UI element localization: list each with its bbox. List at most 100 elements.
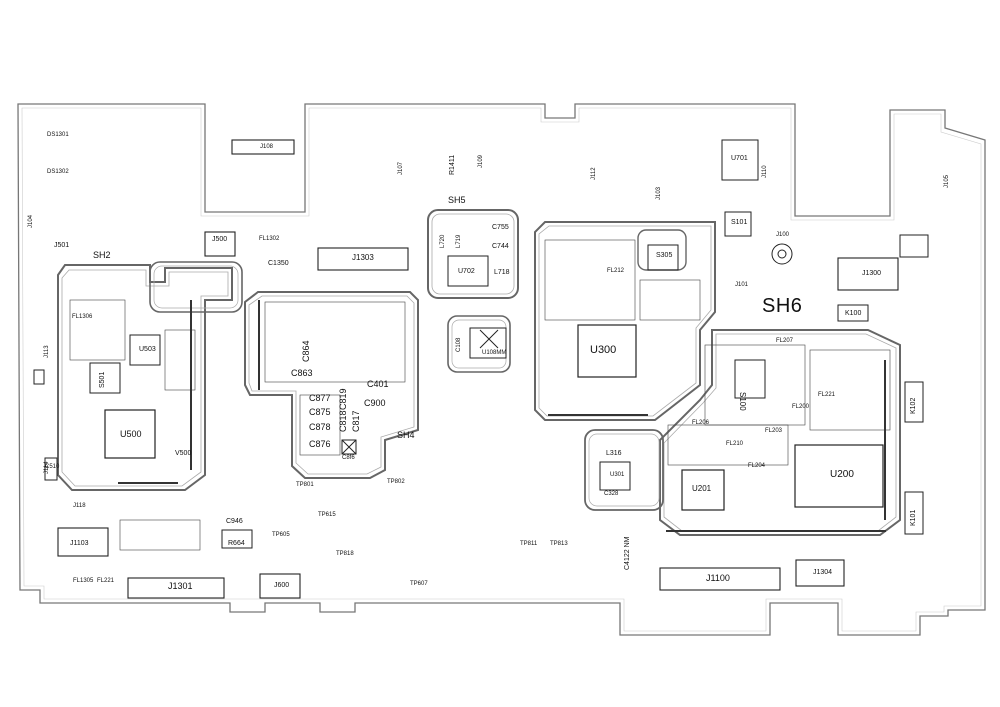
u200-label: U200 bbox=[830, 469, 854, 480]
shield-u300 bbox=[534, 221, 716, 421]
fl1302-label: FL1305 bbox=[73, 578, 94, 584]
j500-label: J500 bbox=[212, 236, 228, 243]
c401-label: C401 bbox=[367, 379, 389, 389]
board-outline-inner bbox=[21, 107, 982, 632]
c817-label: C817 bbox=[351, 410, 361, 432]
tp818-label: TP818 bbox=[336, 551, 354, 557]
tp605-label: TP605 bbox=[272, 532, 290, 538]
c819-label: C819 bbox=[338, 388, 348, 410]
c8f6-label: C8f6 bbox=[342, 455, 355, 461]
u500-chip bbox=[104, 409, 156, 459]
c510-label: C510 bbox=[45, 464, 60, 470]
c875-label: C875 bbox=[309, 407, 331, 417]
connector-pin-strips bbox=[118, 300, 886, 532]
u200-chip bbox=[794, 444, 884, 508]
fl206-label: FL206 bbox=[692, 420, 710, 426]
j1300-label: J1300 bbox=[862, 270, 882, 277]
sh4-label: SH4 bbox=[397, 430, 415, 440]
j113-label: J113 bbox=[44, 345, 50, 358]
s501-chip bbox=[89, 362, 121, 394]
r1411-label: R1411 bbox=[449, 154, 456, 175]
j1100-connector bbox=[659, 567, 781, 591]
tp802-label: TP802 bbox=[387, 479, 405, 485]
u300-label: U300 bbox=[590, 344, 617, 356]
u301-label: U301 bbox=[610, 472, 625, 478]
tp607-label: TP607 bbox=[410, 581, 428, 587]
shield-sh2 bbox=[57, 264, 233, 491]
ds1302-label: DS1302 bbox=[47, 169, 69, 175]
shield-sh6 bbox=[659, 329, 901, 536]
j109-label: J109 bbox=[478, 154, 484, 168]
u201-label: U201 bbox=[692, 484, 712, 493]
k102-label: K102 bbox=[910, 397, 917, 414]
j1103-label: J1103 bbox=[70, 540, 89, 547]
tp615-label: TP615 bbox=[318, 512, 336, 518]
u108mm-label: U108MM bbox=[482, 350, 507, 356]
s305-chip bbox=[647, 244, 679, 271]
l719-label: L719 bbox=[456, 234, 462, 248]
shield-sh5 bbox=[427, 209, 519, 299]
j1300-connector bbox=[837, 257, 899, 291]
j500-connector bbox=[204, 231, 236, 257]
j118-label: J118 bbox=[73, 503, 86, 509]
j100-label: J100 bbox=[776, 232, 790, 238]
fl221-label: FL221 bbox=[818, 392, 836, 398]
j108-label: J108 bbox=[260, 144, 274, 150]
s100-label: S100 bbox=[738, 392, 747, 411]
s101-chip bbox=[724, 211, 752, 237]
j101-label: J101 bbox=[735, 282, 749, 288]
k101-label: K101 bbox=[910, 509, 917, 526]
s101-label: S101 bbox=[731, 219, 748, 226]
j105-label: J105 bbox=[944, 174, 950, 188]
l316-label: L316 bbox=[606, 450, 622, 457]
fl212-label: FL212 bbox=[607, 268, 625, 274]
u701-chip bbox=[721, 139, 759, 181]
u503-label: U503 bbox=[139, 346, 156, 353]
r664-label: R664 bbox=[228, 540, 245, 547]
j1304-connector bbox=[795, 559, 845, 587]
j1100-label: J1100 bbox=[706, 573, 730, 583]
j110-label: J110 bbox=[762, 165, 768, 178]
j108-connector bbox=[231, 139, 295, 155]
c900-label: C900 bbox=[364, 398, 386, 408]
j104-label: J104 bbox=[28, 214, 34, 228]
j112-label: J112 bbox=[591, 167, 597, 180]
c864-label: C864 bbox=[301, 340, 311, 362]
c328-label: C328 bbox=[604, 491, 619, 497]
j1303-label: J1303 bbox=[352, 253, 374, 262]
j1103-connector bbox=[57, 527, 109, 557]
j107-label: J107 bbox=[398, 161, 404, 175]
j1301-label: J1301 bbox=[168, 581, 193, 591]
component-pads bbox=[69, 239, 891, 551]
sh6-label: SH6 bbox=[762, 295, 803, 317]
l720-label: L720 bbox=[440, 234, 446, 248]
tp801-label: TP801 bbox=[296, 482, 314, 488]
u300-chip bbox=[577, 324, 637, 378]
j103-label: J103 bbox=[656, 186, 662, 200]
j1301-connector bbox=[127, 577, 225, 599]
u701-label: U701 bbox=[731, 155, 748, 162]
fl500-label: FL1306 bbox=[72, 314, 93, 320]
u702-label: U702 bbox=[458, 268, 475, 275]
u201-chip bbox=[681, 469, 725, 511]
c4122nm-label: C4122 NM bbox=[624, 536, 631, 570]
j1303-connector bbox=[317, 247, 409, 271]
c878-label: C878 bbox=[309, 422, 331, 432]
tp811-label: TP811 bbox=[520, 541, 538, 547]
c1350-label: C1350 bbox=[268, 260, 289, 267]
fl207-label: FL207 bbox=[776, 338, 794, 344]
fl1305-label: FL221 bbox=[97, 578, 115, 584]
c863-label: C863 bbox=[291, 368, 313, 378]
sh2-label: SH2 bbox=[93, 250, 111, 260]
j501-label: J501 bbox=[54, 242, 70, 249]
c946-label: C946 bbox=[226, 518, 243, 525]
c755-label: C755 bbox=[492, 224, 509, 231]
sh5-label: SH5 bbox=[448, 195, 466, 205]
board-outline bbox=[17, 103, 986, 636]
s100-chip bbox=[734, 359, 766, 399]
c876-label: C876 bbox=[309, 439, 331, 449]
ds1301-label: DS1301 bbox=[47, 132, 69, 138]
fl204-label: FL204 bbox=[748, 463, 766, 469]
v500-label: V500 bbox=[175, 450, 192, 457]
